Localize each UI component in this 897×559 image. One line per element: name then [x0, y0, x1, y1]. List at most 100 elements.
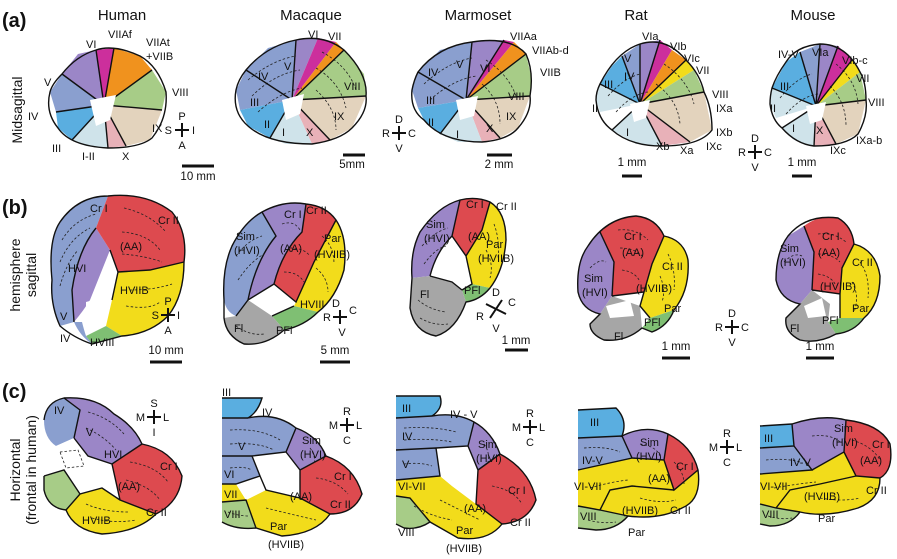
- marmoset-b-label-HVIIB: (HVIIB): [478, 253, 514, 265]
- marmoset-c-label-IV-V: IV - V: [450, 409, 478, 421]
- marmoset-a-label-III: III: [426, 95, 435, 107]
- axis-R: R: [738, 147, 746, 159]
- mouse-b-label-Par: Par: [852, 303, 869, 315]
- marmoset-a-scale-bar: 2 mm: [485, 155, 514, 171]
- macaque-a-label-VII: VII: [328, 31, 341, 43]
- macaque-a-label-V: V: [284, 61, 292, 73]
- rat-c-label-AA: (AA): [648, 473, 670, 485]
- macaque-a-label-II: II: [264, 119, 270, 131]
- rat-b-label-Par: Par: [664, 303, 681, 315]
- macaque-c-label-III: III: [222, 387, 231, 399]
- macaque-a-label-I: I: [282, 127, 285, 139]
- human-c-orientation: S M L I: [136, 398, 169, 439]
- mouse-b-label-PFl: PFl: [822, 315, 839, 327]
- axis-C: C: [741, 322, 749, 334]
- mouse-b-scale-bar: 1 mm: [806, 341, 835, 358]
- species-mouse: Mouse: [790, 7, 835, 24]
- rat-b-label-Fl: Fl: [614, 331, 623, 343]
- marmoset-c-label-HVIIB: (HVIIB): [446, 543, 482, 555]
- mouse-b-label-HVI: (HVI): [780, 257, 806, 269]
- human-b-label-AA: (AA): [120, 241, 142, 253]
- axis-C: C: [508, 297, 516, 309]
- rat-c-orientation: R M L C: [709, 428, 742, 469]
- axis-D: D: [728, 308, 736, 320]
- marmoset-c-label-HVI: (HVI): [476, 453, 502, 465]
- axis-C: C: [723, 457, 731, 469]
- axis-D: D: [492, 287, 500, 299]
- axis-R: R: [323, 312, 331, 324]
- rat-b-label-Sim: Sim: [584, 273, 603, 285]
- macaque-b-label-AA: (AA): [280, 243, 302, 255]
- row-label-horizontal: Horizontal: [7, 438, 23, 501]
- human-c-label-HVIIB: HVIIB: [82, 515, 111, 527]
- axis-S: S: [150, 398, 157, 410]
- axis-I: I: [192, 125, 195, 137]
- mouse-b-label-Fl: Fl: [790, 323, 799, 335]
- marmoset-b-label-Par: Par: [486, 239, 503, 251]
- rat-b-label-CrI: Cr I: [624, 231, 642, 243]
- axis-M: M: [512, 422, 521, 434]
- macaque-c-label-Sim: Sim: [302, 435, 321, 447]
- rat-a-label-IV: IV: [624, 71, 635, 83]
- macaque-b-orientation: D R C V: [323, 298, 357, 339]
- marmoset-a-label-VI: VI: [480, 63, 490, 75]
- rat-b-label-CrII: Cr II: [662, 261, 683, 273]
- mouse-c-label-VI-VII: VI-VII: [760, 481, 788, 493]
- rat-a-orientation: D R C V: [738, 133, 772, 174]
- mouse-a-label-VIa: VIa: [812, 47, 829, 59]
- marmoset-a-label-VIII: VIII: [508, 91, 525, 103]
- axis-D: D: [395, 114, 403, 126]
- macaque-b-label-HVIII: HVIII: [300, 299, 324, 311]
- macaque-b-label-CrII: Cr II: [306, 205, 327, 217]
- mouse-a-label-I: I: [792, 123, 795, 135]
- marmoset-a-label-IX: IX: [506, 111, 517, 123]
- macaque-b-scale-label: 5 mm: [321, 345, 350, 357]
- rat-b-label-HVI: (HVI): [582, 287, 608, 299]
- marmoset-c-label-Sim: Sim: [478, 439, 497, 451]
- panel-c-label: (c): [2, 381, 26, 403]
- human-b-scale-label: 10 mm: [148, 345, 183, 357]
- macaque-c-label-HVIIB: (HVIIB): [268, 539, 304, 551]
- mouse-c-label-HVI: (HVI): [832, 437, 858, 449]
- mouse-c-label-III: III: [764, 433, 773, 445]
- marmoset-c-label-VI-VII: VI-VII: [398, 481, 426, 493]
- axis-C: C: [526, 437, 534, 449]
- axis-I: I: [177, 310, 180, 322]
- axis-C: C: [764, 147, 772, 159]
- marmoset-b-label-PFl: PFl: [464, 285, 481, 297]
- axis-L: L: [356, 420, 362, 432]
- rat-c-label-HVI: (HVI): [636, 451, 662, 463]
- mouse-a-label-X: X: [816, 125, 824, 137]
- human-midsagittal-section: [49, 48, 167, 148]
- mouse-c-label-CrI: Cr I: [872, 439, 890, 451]
- marmoset-a-label-VIIB: VIIB: [540, 67, 561, 79]
- macaque-b-label-Sim: Sim: [236, 231, 255, 243]
- species-marmoset: Marmoset: [445, 7, 513, 24]
- human-c-label-CrI: Cr I: [160, 461, 178, 473]
- axis-S: S: [152, 310, 159, 322]
- axis-D: D: [751, 133, 759, 145]
- mouse-a-label-VIII: VIII: [868, 97, 885, 109]
- marmoset-c-orientation: R M L C: [512, 408, 545, 449]
- marmoset-b-scale-bar: 1 mm: [502, 335, 531, 350]
- human-a-label-VIIB: +VIIB: [146, 51, 173, 63]
- macaque-b-label-Fl: Fl: [234, 323, 243, 335]
- rat-c-label-CrI: Cr I: [676, 461, 694, 473]
- mouse-a-scale-bar: 1 mm: [788, 157, 817, 176]
- rat-a-label-Xa: Xa: [680, 145, 694, 157]
- human-a-label-I-II: I-II: [82, 151, 95, 163]
- marmoset-c-label-CrI: Cr I: [508, 485, 526, 497]
- marmoset-a-label-IV: IV: [428, 67, 439, 79]
- human-b-label-HVI: HVI: [68, 263, 86, 275]
- rat-c-label-VI-VII: VI-VII: [574, 481, 602, 493]
- mouse-c-label-AA: (AA): [860, 455, 882, 467]
- marmoset-a-label-X: X: [486, 123, 494, 135]
- marmoset-b-label-Sim: Sim: [426, 219, 445, 231]
- human-b-label-CrI: Cr I: [90, 203, 108, 215]
- rat-c-label-VIII: VIII: [580, 511, 597, 523]
- rat-c-label-CrII: Cr II: [670, 505, 691, 517]
- macaque-a-scale-label: 5mm: [339, 159, 365, 171]
- human-a-label-IX: IX: [152, 123, 163, 135]
- axis-A: A: [178, 140, 186, 152]
- macaque-c-label-HVI: (HVI): [300, 449, 326, 461]
